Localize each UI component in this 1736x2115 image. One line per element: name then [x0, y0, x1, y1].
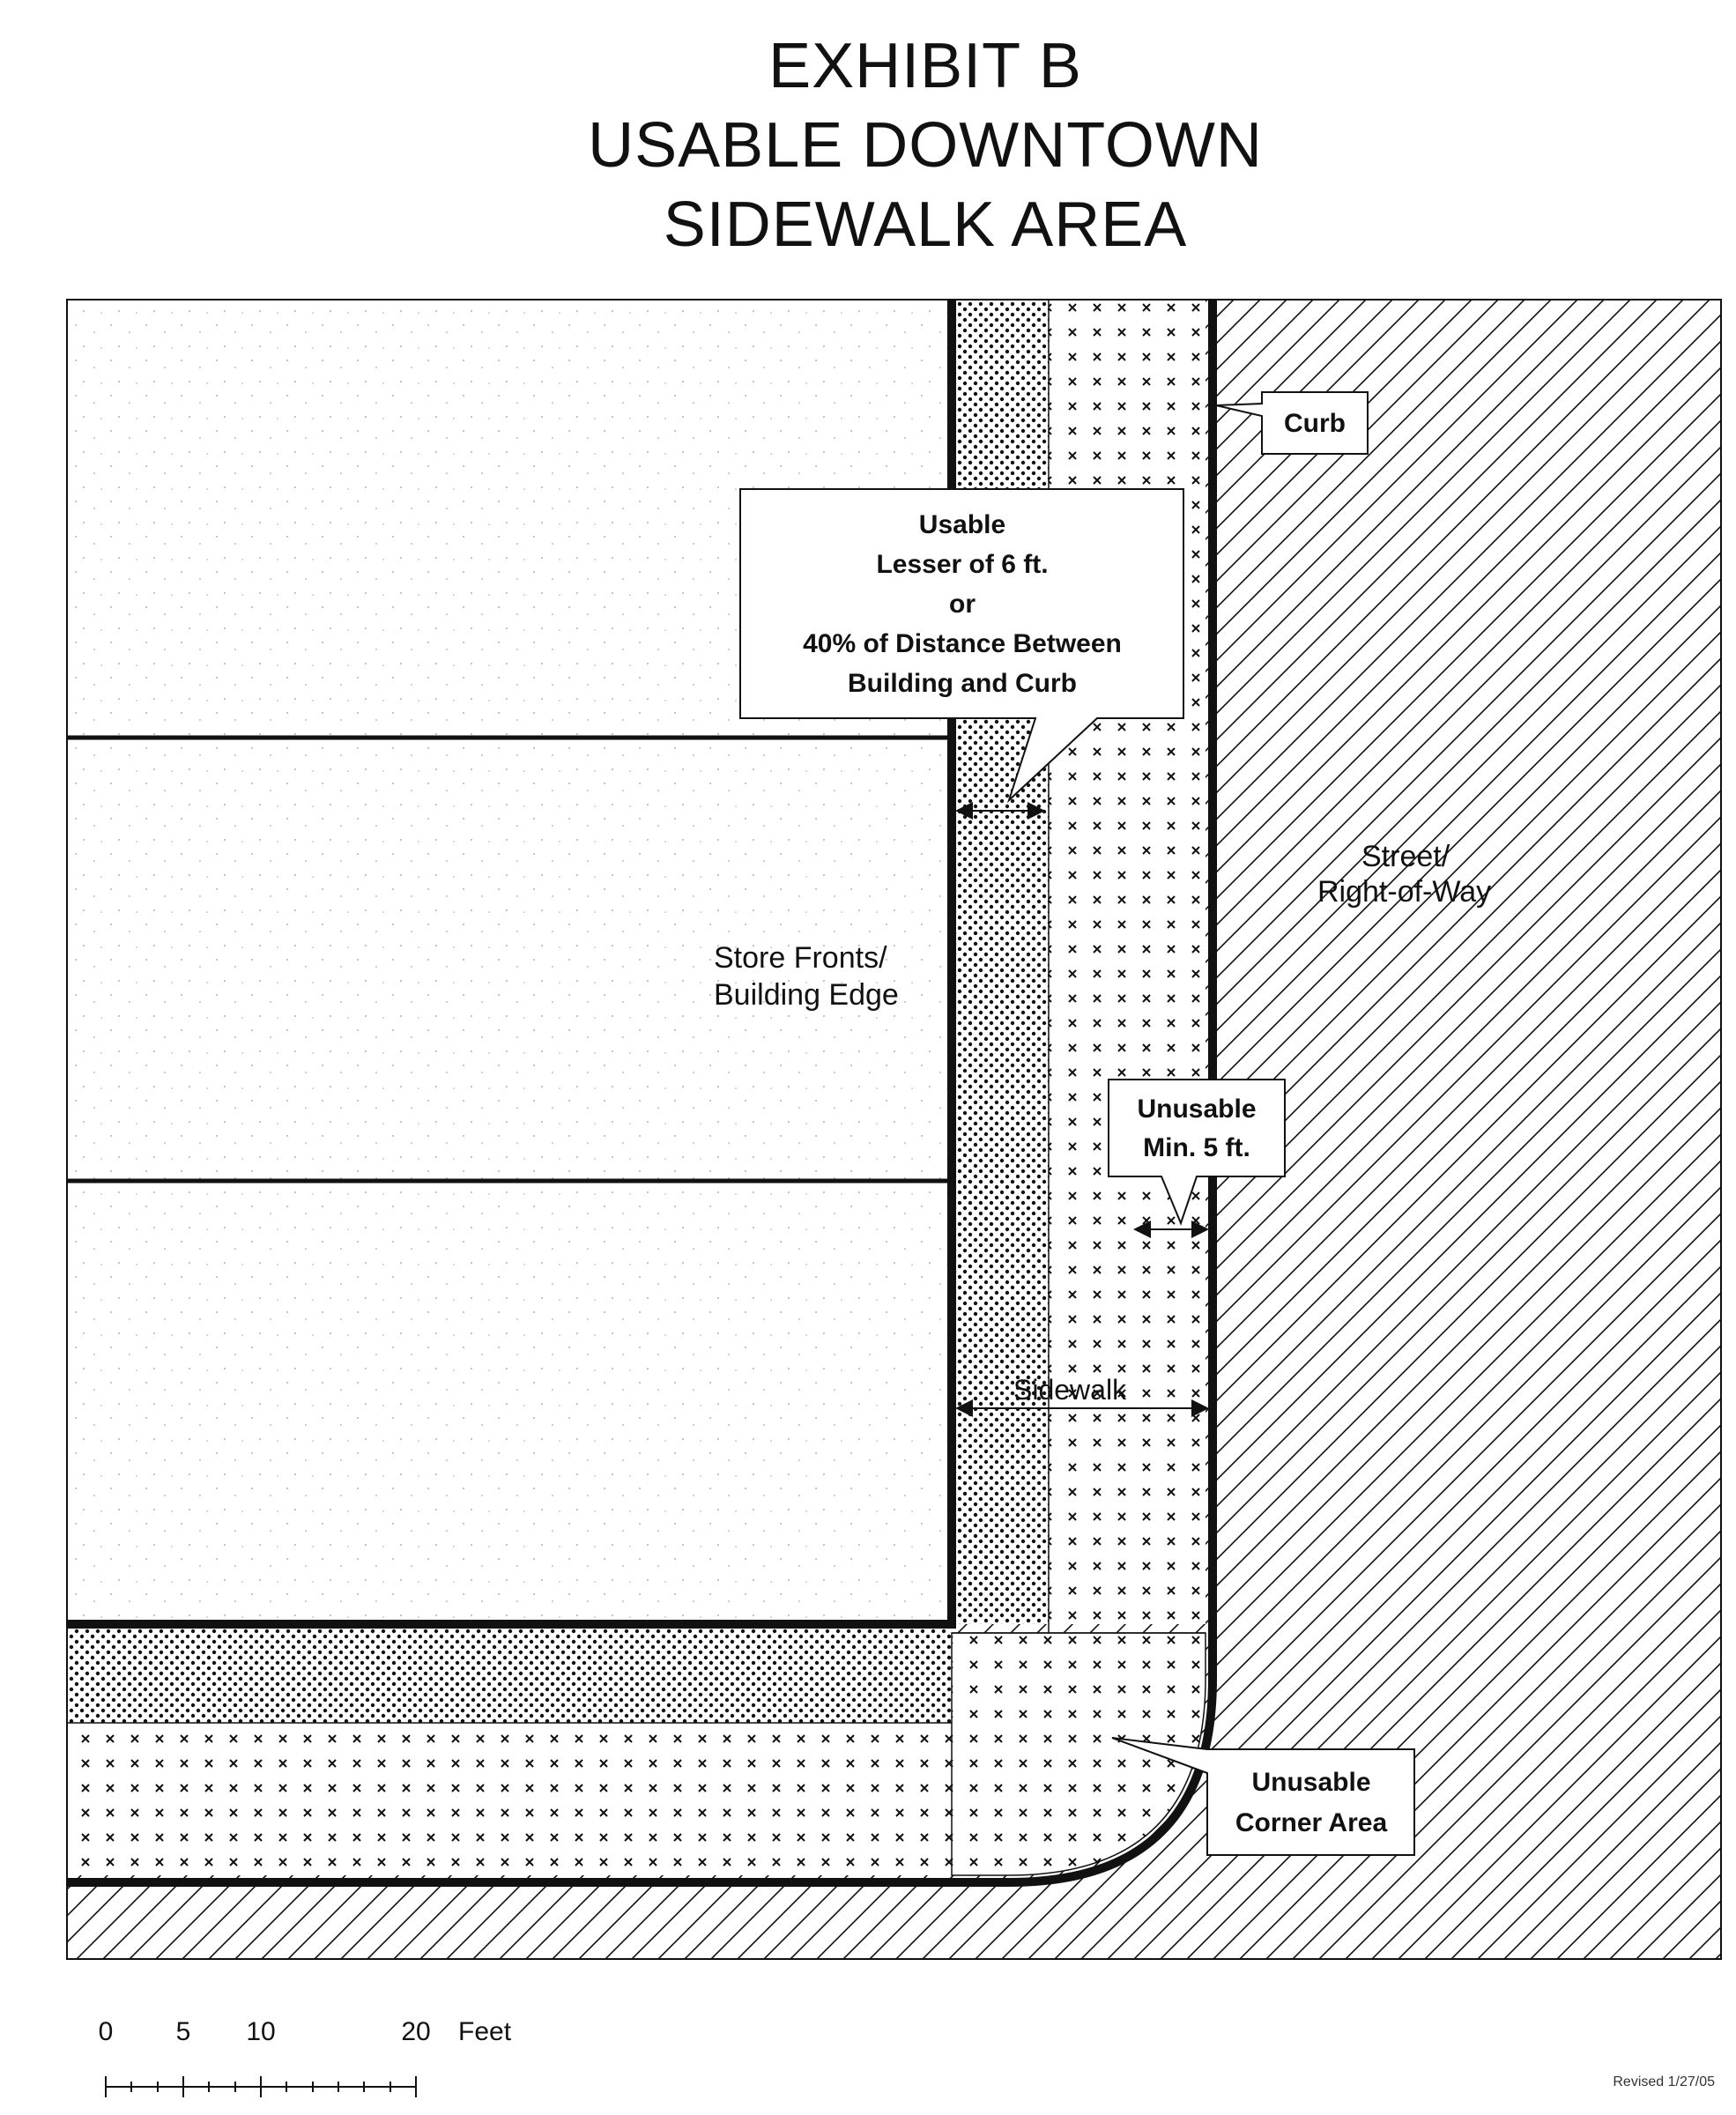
curb-line: [67, 300, 1217, 1887]
map-frame: [66, 299, 1722, 1960]
sidewalk-label: Sidewalk: [1013, 1374, 1127, 1406]
scale-label-10: 10: [246, 2017, 275, 2046]
scale-label-20: 20: [401, 2017, 430, 2046]
usable-callout-line-5: Building and Curb: [848, 669, 1077, 698]
usable-callout-line-2: Lesser of 6 ft.: [876, 550, 1048, 579]
unusable-min-callout: Unusable Min. 5 ft.: [1108, 1079, 1286, 1226]
corner-area: [951, 1632, 1206, 1876]
scale-bar: 0 5 10 20 Feet: [99, 2017, 512, 2097]
curb-callout: Curb: [1215, 391, 1369, 455]
corner-callout: Unusable Corner Area: [1111, 1737, 1415, 1856]
usable-callout-line-3: or: [949, 590, 976, 619]
title-line-2: USABLE DOWNTOWN: [588, 110, 1263, 181]
title-line-1: EXHIBIT B: [768, 31, 1082, 101]
building-edge-line: [67, 300, 956, 1629]
store-fronts-label-2: Building Edge: [714, 978, 899, 1012]
revised-date-note: Revised 1/27/05: [1613, 2074, 1715, 2089]
corner-callout-line-1: Unusable: [1251, 1768, 1370, 1797]
unusable-min-callout-line-2: Min. 5 ft.: [1143, 1133, 1250, 1162]
corner-callout-line-2: Corner Area: [1235, 1808, 1388, 1837]
scale-unit-label: Feet: [458, 2017, 512, 2046]
building-block-3: [67, 1181, 952, 1624]
usable-zone-horizontal: [67, 1624, 952, 1723]
street-label-1: Street/: [1361, 840, 1450, 873]
street-label-2: Right-of-Way: [1317, 875, 1491, 909]
curb-callout-text: Curb: [1284, 409, 1346, 438]
scale-label-5: 5: [176, 2017, 191, 2046]
store-fronts-label-1: Store Fronts/: [714, 941, 887, 975]
exhibit-title: EXHIBIT B USABLE DOWNTOWN SIDEWALK AREA: [0, 26, 1736, 264]
unusable-zone-horizontal: [67, 1723, 952, 1875]
usable-callout-line-4: 40% of Distance Between: [803, 629, 1122, 658]
unusable-min-callout-line-1: Unusable: [1137, 1095, 1256, 1124]
scale-label-0: 0: [99, 2017, 114, 2046]
usable-callout: Usable Lesser of 6 ft. or 40% of Distanc…: [739, 488, 1184, 804]
title-line-3: SIDEWALK AREA: [663, 189, 1188, 260]
usable-callout-line-1: Usable: [919, 510, 1005, 539]
building-block-2: [67, 738, 952, 1181]
